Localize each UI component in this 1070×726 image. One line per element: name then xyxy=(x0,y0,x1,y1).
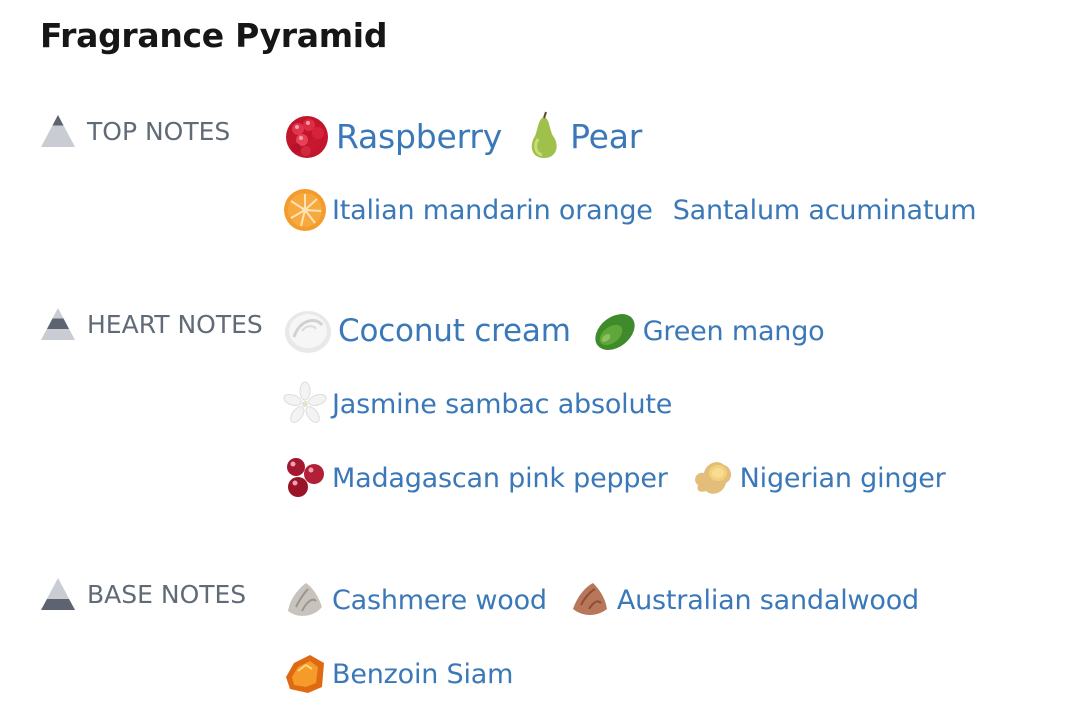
note-label: Pear xyxy=(570,116,643,156)
top-notes-row-2: Italian mandarin orange Santalum acumina… xyxy=(282,187,996,233)
note-label: Green mango xyxy=(642,315,825,347)
note-nigerian-ginger[interactable]: Nigerian ginger xyxy=(688,455,946,501)
benzoin-resin-icon xyxy=(286,655,324,693)
raspberry-icon xyxy=(286,116,328,158)
heart-notes-row-1: Coconut cream Green mango xyxy=(282,305,844,357)
heart-notes-row-3: Madagascan pink pepper Nigerian ginger xyxy=(282,455,966,501)
pyramid-top-icon xyxy=(41,115,75,147)
base-notes-label: BASE NOTES xyxy=(87,579,247,609)
top-notes-heading: TOP NOTES xyxy=(40,114,230,148)
pyramid-middle-icon xyxy=(41,308,75,340)
base-notes-row-2: Benzoin Siam xyxy=(282,651,533,697)
note-raspberry[interactable]: Raspberry xyxy=(282,111,502,161)
top-notes-row-1: Raspberry Pear xyxy=(282,111,662,161)
note-label: Coconut cream xyxy=(338,313,571,349)
mango-icon xyxy=(595,314,635,350)
note-label: Benzoin Siam xyxy=(332,658,514,690)
base-notes-row-1: Cashmere wood Australian sandalwood xyxy=(282,577,939,623)
note-coconut-cream[interactable]: Coconut cream xyxy=(282,305,571,357)
pink-pepper-icon xyxy=(287,458,324,497)
heart-notes-heading: HEART NOTES xyxy=(40,307,263,341)
note-label: Madagascan pink pepper xyxy=(332,462,668,494)
note-madagascan-pink-pepper[interactable]: Madagascan pink pepper xyxy=(282,455,668,501)
pyramid-base-icon xyxy=(41,578,75,610)
cashmere-wood-icon xyxy=(288,583,322,616)
note-label: Santalum acuminatum xyxy=(672,194,977,226)
mandarin-orange-icon xyxy=(284,189,326,231)
note-label: Italian mandarin orange xyxy=(332,194,653,226)
note-pear[interactable]: Pear xyxy=(522,111,642,161)
note-benzoin-siam[interactable]: Benzoin Siam xyxy=(282,651,513,697)
sandalwood-icon xyxy=(572,583,607,615)
heart-notes-label: HEART NOTES xyxy=(87,309,263,339)
note-cashmere-wood[interactable]: Cashmere wood xyxy=(282,577,547,623)
ginger-icon xyxy=(694,462,731,494)
note-label: Cashmere wood xyxy=(332,584,547,616)
heart-notes-row-2: Jasmine sambac absolute xyxy=(282,381,692,427)
note-santalum-acuminatum[interactable]: Santalum acuminatum xyxy=(673,195,977,226)
note-label: Australian sandalwood xyxy=(616,584,919,616)
pear-icon xyxy=(531,111,557,158)
note-italian-mandarin-orange[interactable]: Italian mandarin orange xyxy=(282,187,653,233)
jasmine-flower-icon xyxy=(283,381,327,423)
top-notes-label: TOP NOTES xyxy=(87,116,231,146)
note-green-mango[interactable]: Green mango xyxy=(591,307,825,355)
note-label: Nigerian ginger xyxy=(739,462,946,494)
note-label: Raspberry xyxy=(336,116,503,156)
base-notes-heading: BASE NOTES xyxy=(40,577,246,611)
note-label: Jasmine sambac absolute xyxy=(332,388,673,420)
page-title: Fragrance Pyramid xyxy=(40,16,388,55)
note-jasmine-sambac-absolute[interactable]: Jasmine sambac absolute xyxy=(282,381,672,427)
coconut-cream-icon xyxy=(285,311,331,353)
note-australian-sandalwood[interactable]: Australian sandalwood xyxy=(567,577,919,623)
